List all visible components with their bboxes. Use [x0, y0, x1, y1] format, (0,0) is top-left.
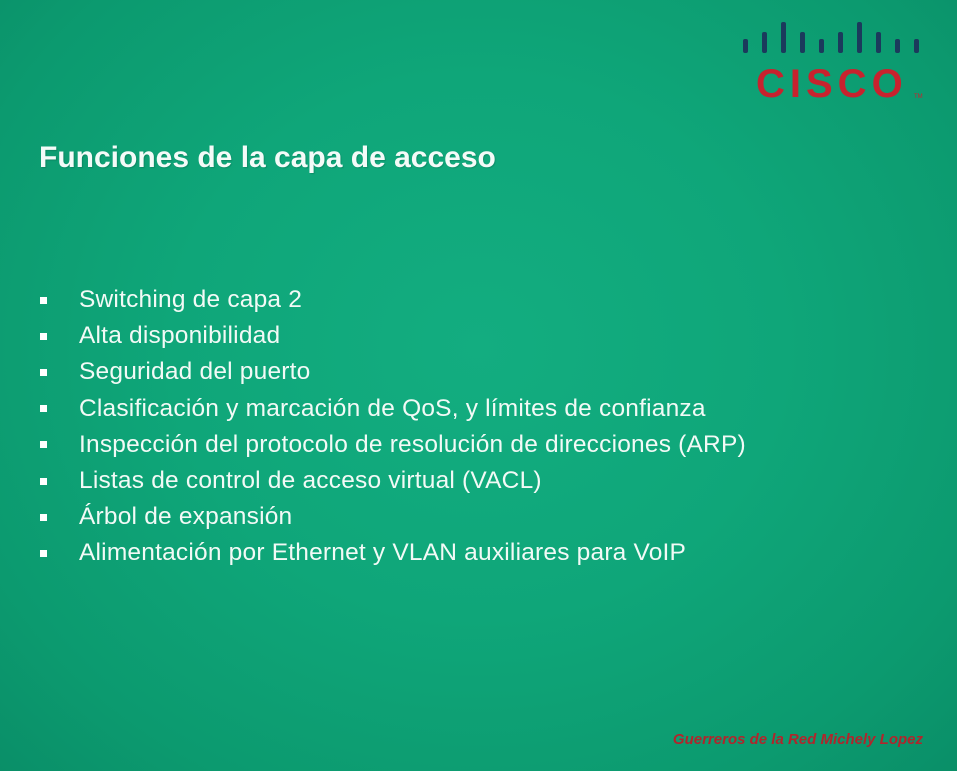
slide-title: Funciones de la capa de acceso — [39, 141, 496, 174]
bullet-text: Seguridad del puerto — [79, 358, 311, 386]
bullet-item: Árbol de expansión — [40, 499, 746, 535]
bullet-text: Alimentación por Ethernet y VLAN auxilia… — [79, 539, 687, 567]
square-bullet-icon — [40, 549, 47, 557]
author-credit: Guerreros de la Red Michely Lopez — [672, 731, 923, 748]
bullet-item: Alimentación por Ethernet y VLAN auxilia… — [40, 535, 746, 571]
bullet-text: Inspección del protocolo de resolución d… — [79, 430, 746, 458]
trademark-mark: TM — [914, 94, 923, 100]
square-bullet-icon — [40, 513, 47, 521]
bullet-item: Inspección del protocolo de resolución d… — [40, 427, 746, 463]
cisco-bars-icon — [743, 22, 919, 53]
bullet-item: Switching de capa 2 — [40, 282, 746, 318]
cisco-wordmark: CISCO — [756, 62, 908, 106]
bullet-list: Switching de capa 2 Alta disponibilidad … — [40, 282, 746, 572]
bullet-text: Árbol de expansión — [79, 503, 293, 531]
square-bullet-icon — [40, 477, 47, 485]
bullet-text: Clasificación y marcación de QoS, y lími… — [79, 394, 706, 422]
bullet-text: Listas de control de acceso virtual (VAC… — [79, 467, 542, 495]
bullet-item: Alta disponibilidad — [40, 318, 746, 354]
square-bullet-icon — [40, 332, 47, 340]
square-bullet-icon — [40, 368, 47, 376]
bullet-text: Alta disponibilidad — [79, 322, 281, 350]
bullet-item: Seguridad del puerto — [40, 354, 746, 390]
cisco-logo: CISCO TM — [740, 20, 930, 110]
bullet-item: Listas de control de acceso virtual (VAC… — [40, 463, 746, 499]
bullet-item: Clasificación y marcación de QoS, y lími… — [40, 391, 746, 427]
square-bullet-icon — [40, 441, 47, 449]
square-bullet-icon — [40, 296, 47, 304]
square-bullet-icon — [40, 405, 47, 413]
bullet-text: Switching de capa 2 — [79, 286, 303, 314]
